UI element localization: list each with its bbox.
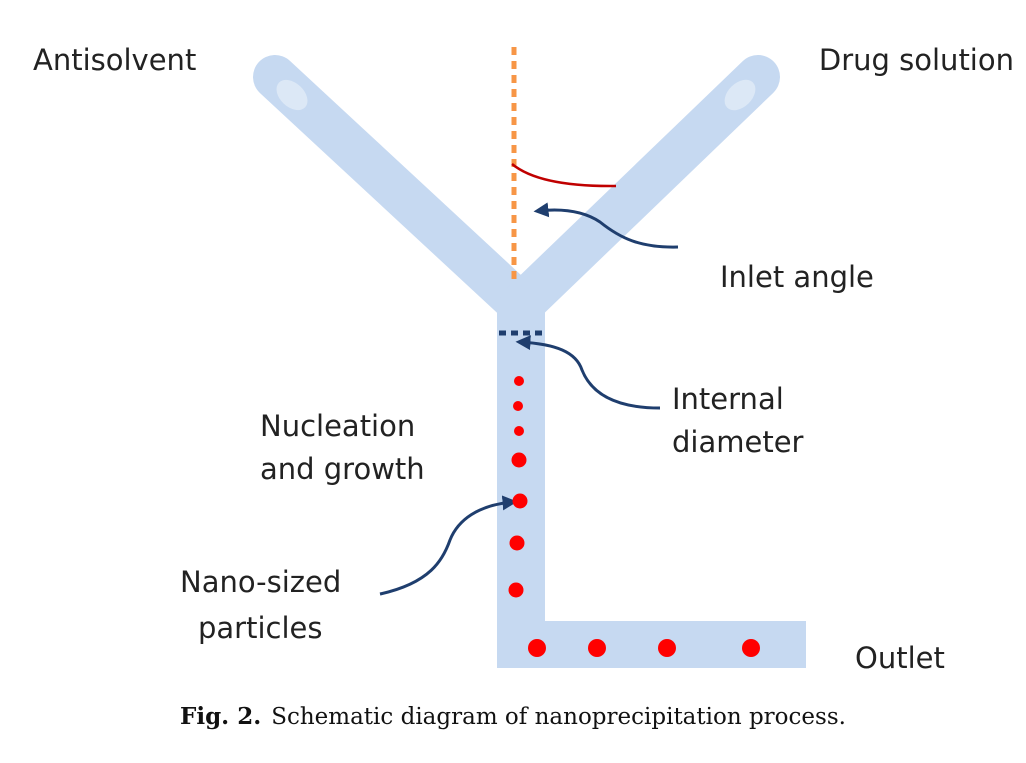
particle-dot [513, 401, 523, 411]
figure-caption: Fig. 2. Schematic diagram of nanoprecipit… [0, 703, 1026, 730]
drug-tip-highlight [724, 79, 756, 111]
antisolvent-tip-highlight [276, 79, 308, 111]
antisolvent-label: Antisolvent [33, 43, 196, 77]
particle-dot [514, 426, 524, 436]
figure-caption-text: Schematic diagram of nanoprecipitation p… [271, 704, 846, 730]
particles [508, 376, 760, 657]
internal-diameter-arrow [515, 335, 661, 410]
particle-dot [514, 376, 524, 386]
particle-dot [742, 639, 760, 657]
vertical-mixing-channel [497, 300, 545, 668]
particle-dot [509, 535, 525, 551]
nano-particles-label-line2: particles [198, 611, 322, 645]
inlet-angle-label: Inlet angle [720, 260, 874, 294]
antisolvent-inlet-channel [253, 55, 543, 327]
inlet-angle-arrow [533, 202, 679, 249]
channel-group [253, 55, 806, 668]
nano-particles-label-line1: Nano-sized [180, 565, 341, 599]
internal-diameter-label-line2: diameter [672, 425, 804, 459]
drug-solution-label: Drug solution [819, 43, 1014, 77]
figure-number: Fig. 2. [180, 703, 262, 730]
particle-dot [658, 639, 676, 657]
outlet-label: Outlet [855, 641, 945, 675]
nucleation-label-line1: Nucleation [260, 409, 415, 443]
particle-dot [512, 493, 528, 509]
nano-particles-arrow [379, 495, 518, 596]
particle-dot [528, 639, 546, 657]
nucleation-label-line2: and growth [260, 452, 425, 486]
particle-dot [511, 452, 527, 468]
particle-dot [508, 582, 524, 598]
particle-dot [588, 639, 606, 657]
inlet-angle-arc [511, 163, 617, 188]
drug-inlet-channel [499, 55, 780, 327]
internal-diameter-label-line1: Internal [672, 382, 784, 416]
